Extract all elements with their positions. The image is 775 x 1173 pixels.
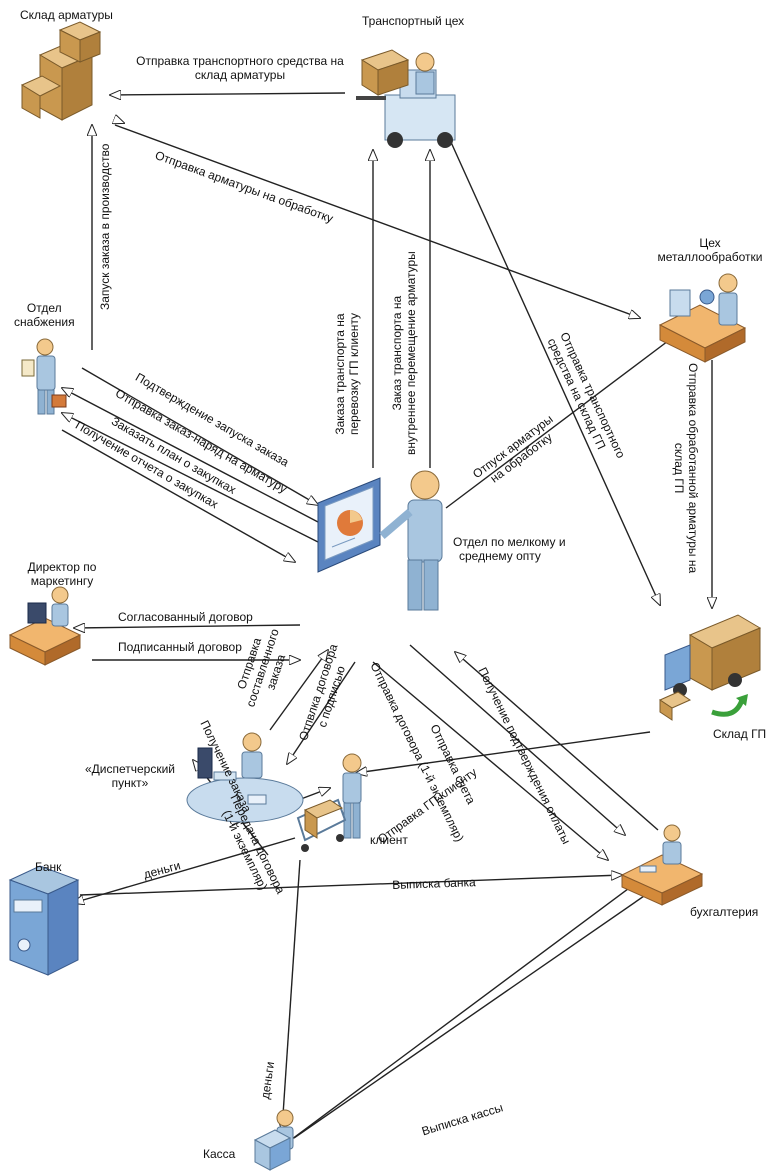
node-wholesale-dept: Отдел по мелкому и среднему опту bbox=[453, 535, 566, 563]
arrow-send-contract-copy bbox=[372, 661, 608, 860]
flow-send-vehicle-rebar: Отправка транспортного средства на склад… bbox=[120, 54, 360, 82]
client-icon bbox=[296, 753, 362, 852]
arrow-send-vehicle-fg bbox=[449, 139, 660, 605]
flow-send-processed: Отправка обработанной арматуры на склад … bbox=[672, 363, 700, 573]
arrow-money-bank bbox=[73, 837, 296, 903]
flow-order-transport-internal: Заказ транспорта на внутреннее перемещен… bbox=[390, 251, 418, 455]
truck-icon bbox=[658, 614, 762, 721]
arrow-send-contract-sign bbox=[287, 661, 356, 764]
flow-send-processed-line2: склад ГП bbox=[672, 442, 686, 494]
arrow-rebar-return bbox=[124, 123, 630, 318]
flow-bank-statement: Выписка банка bbox=[392, 875, 476, 892]
node-wholesale-line1: Отдел по мелкому и bbox=[453, 535, 566, 549]
metal-shop-icon bbox=[658, 273, 747, 363]
arrow-money-cash bbox=[282, 859, 301, 1130]
flow-send-vehicle-rebar-line2: склад арматуры bbox=[194, 68, 286, 82]
node-supply-dept-line1: Отдел bbox=[26, 301, 62, 315]
flow-order-transport-client-line1: Заказа транспорта на bbox=[333, 313, 347, 435]
bank-icon bbox=[8, 865, 80, 976]
forklift-icon bbox=[356, 49, 456, 148]
node-accounting: бухгалтерия bbox=[690, 905, 759, 919]
node-fg-warehouse: Склад ГП bbox=[713, 727, 767, 741]
flow-agreed-contract: Согласованный договор bbox=[118, 610, 253, 624]
node-dispatch-point: «Диспетчерский пункт» bbox=[80, 762, 180, 790]
arrow-send-vehicle-rebar bbox=[110, 93, 346, 95]
node-client: клиент bbox=[370, 833, 408, 847]
flow-order-transport-internal-line1: Заказ транспорта на bbox=[390, 295, 404, 411]
flow-signed-contract: Подписанный договор bbox=[118, 640, 242, 654]
node-cash: Касса bbox=[203, 1147, 236, 1161]
arrow-send-work-order bbox=[62, 388, 319, 523]
flow-order-transport-client: Заказа транспорта на перевозку ГП клиент… bbox=[333, 313, 361, 435]
marketing-director-icon bbox=[8, 586, 82, 666]
node-supply-dept: Отдел снабжения bbox=[14, 301, 75, 329]
arrow-send-rebar-processing bbox=[114, 124, 640, 318]
arrow-cash-statement bbox=[293, 885, 660, 1139]
node-metal-shop: Цех металлообработки bbox=[655, 236, 765, 264]
arrow-bank-statement bbox=[79, 875, 622, 896]
accounting-icon bbox=[620, 824, 704, 906]
node-bank: Банк bbox=[35, 860, 62, 874]
node-marketing-line1: Директор по bbox=[27, 560, 97, 574]
arrow-send-order bbox=[269, 650, 328, 731]
node-dispatch-line2: пункт» bbox=[111, 776, 149, 790]
arrow-receive-payment-confirm bbox=[455, 652, 659, 831]
arrow-confirm-launch bbox=[81, 367, 318, 505]
wholesale-dept-icon bbox=[317, 470, 443, 611]
node-marketing-line2: маркетингу bbox=[30, 574, 94, 588]
flow-send-processed-line1: Отправка обработанной арматуры на bbox=[686, 363, 700, 574]
cash-desk-icon bbox=[253, 1109, 294, 1171]
node-metal-shop-line1: Цех bbox=[699, 236, 721, 250]
flow-send-vehicle-rebar-line1: Отправка транспортного средства на bbox=[136, 54, 344, 68]
arrow-release-rebar bbox=[445, 335, 676, 509]
arrow-receive-purchase-report bbox=[61, 429, 295, 562]
node-supply-dept-line2: снабжения bbox=[14, 315, 75, 329]
node-dispatch-line1: «Диспетчерский bbox=[84, 762, 176, 776]
flow-order-transport-internal-line2: внутреннее перемещение арматуры bbox=[404, 251, 418, 455]
arrow-accounting-return bbox=[280, 879, 641, 1148]
dispatch-point-icon bbox=[186, 732, 304, 823]
supply-person-icon bbox=[21, 338, 67, 415]
flow-launch-order: Запуск заказа в производство bbox=[98, 143, 112, 310]
arrow-send-invoice bbox=[409, 644, 625, 835]
node-wholesale-line2: среднему опту bbox=[459, 549, 541, 563]
arrow-order-purchase-plan bbox=[62, 413, 319, 543]
node-rebar-warehouse: Склад арматуры bbox=[20, 8, 113, 22]
arrow-agreed-contract bbox=[74, 625, 301, 628]
arrow-send-fg-client bbox=[356, 731, 651, 773]
boxes-icon bbox=[20, 21, 102, 121]
node-metal-shop-line2: металлообработки bbox=[657, 250, 763, 264]
flow-order-transport-client-line2: перевозку ГП клиенту bbox=[347, 313, 361, 435]
node-marketing-director: Директор по маркетингу bbox=[14, 560, 110, 588]
node-transport-shop: Транспортный цех bbox=[362, 14, 465, 28]
